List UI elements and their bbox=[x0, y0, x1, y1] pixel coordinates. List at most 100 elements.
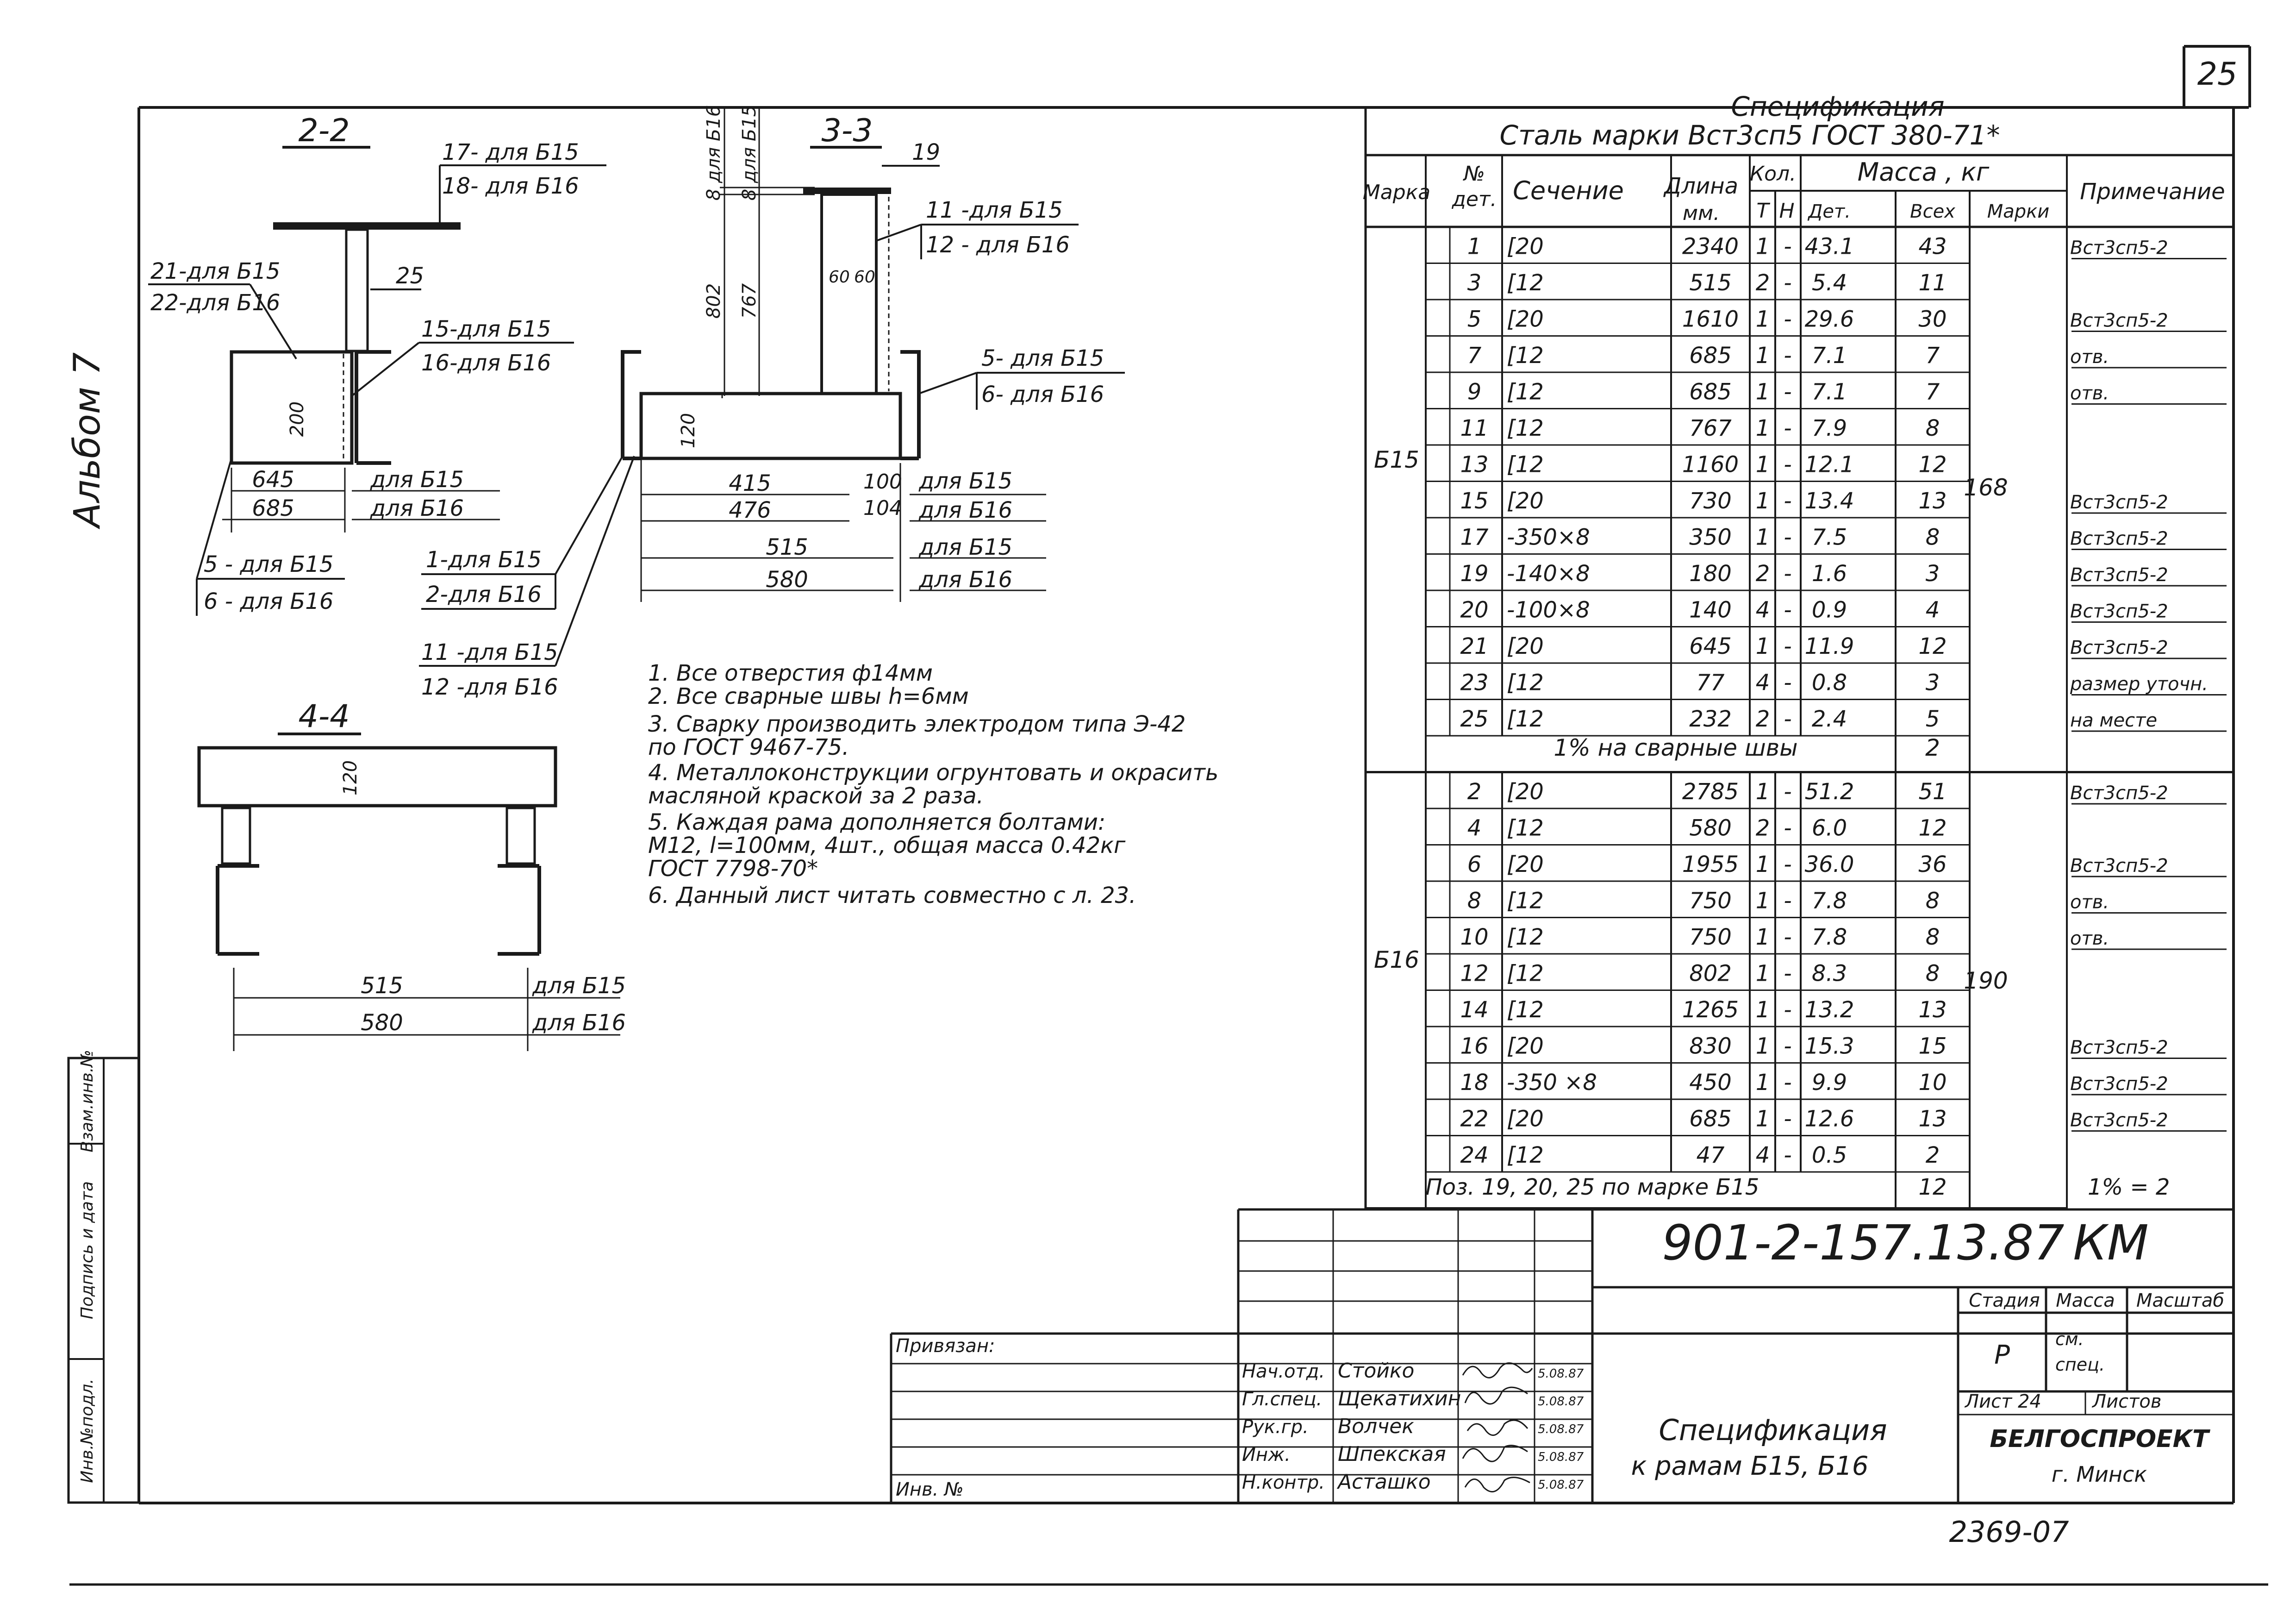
spec-cell-length: 350 bbox=[1689, 525, 1732, 551]
spec-cell-mass-det: 0.5 bbox=[1812, 1142, 1847, 1168]
spec-cell-mass-det: 13.2 bbox=[1805, 997, 1854, 1023]
note-line-3: 3. Сварку производить электродом типа Э-… bbox=[648, 711, 1185, 737]
spec-cell-det: 11 bbox=[1460, 415, 1488, 441]
title-block: 901-2-157.13.87 КМ Привязан: Инв. № Нач.… bbox=[890, 1208, 2234, 1549]
spec-cell-note: Вст3сп5-2 bbox=[2070, 1037, 2168, 1059]
date-1: 5.08.87 bbox=[1538, 1395, 1584, 1409]
spec-cell-section: [12 bbox=[1507, 343, 1544, 369]
spec-cell-det: 4 bbox=[1467, 815, 1482, 841]
spec-cell-length: 1265 bbox=[1682, 997, 1739, 1023]
spec-cell-det: 5 bbox=[1467, 307, 1482, 332]
label-2-2-21: 21-для Б15 bbox=[150, 258, 280, 284]
label-2-2-16: 16-для Б16 bbox=[421, 350, 551, 376]
dim-3-3-for-b16-b: для Б16 bbox=[918, 567, 1012, 593]
header-det-no: № bbox=[1462, 162, 1485, 186]
spec-cell-mass-det: 29.6 bbox=[1805, 307, 1854, 332]
spec-cell-note: отв. bbox=[2070, 928, 2109, 949]
group-mark-b15: Б15 bbox=[1374, 446, 1419, 473]
spec-cell-length: 730 bbox=[1689, 488, 1732, 514]
dim-3-3-580: 580 bbox=[766, 567, 808, 593]
bound-label: Привязан: bbox=[896, 1335, 995, 1357]
label-3-3-5: 5- для Б15 bbox=[981, 345, 1104, 371]
spec-cell-note: отв. bbox=[2070, 346, 2109, 368]
header-length-unit: мм. bbox=[1683, 201, 1720, 225]
spec-cell-det: 23 bbox=[1460, 670, 1488, 696]
spec-cell-qty-t: 1 bbox=[1756, 525, 1770, 551]
spec-cell-length: 180 bbox=[1689, 561, 1732, 587]
header-qty-n: Н bbox=[1779, 199, 1794, 223]
side-stamp-inv-podl: Инв.№подл. bbox=[78, 1378, 97, 1483]
spec-cell-mass-det: 8.3 bbox=[1812, 961, 1847, 987]
group-mass-b16: 190 bbox=[1964, 967, 2008, 994]
spec-cell-length: 750 bbox=[1689, 888, 1732, 914]
group-mark-b16: Б16 bbox=[1374, 946, 1419, 973]
spec-cell-length: 1955 bbox=[1682, 852, 1739, 877]
date-3: 5.08.87 bbox=[1538, 1450, 1584, 1464]
dim-3-3-8-b16: 8 для Б16 bbox=[703, 105, 724, 201]
name-3: Шпекская bbox=[1338, 1442, 1446, 1466]
spec-cell-qty-n: - bbox=[1784, 597, 1791, 623]
spec-cell-qty-n: - bbox=[1784, 1033, 1791, 1059]
spec-cell-qty-n: - bbox=[1784, 1070, 1791, 1096]
dim-3-3-515: 515 bbox=[766, 534, 808, 560]
sheet-label: Лист 24 bbox=[1964, 1391, 2041, 1412]
sheet-frame bbox=[137, 45, 2251, 1504]
spec-cell-mass-det: 13.4 bbox=[1805, 488, 1854, 514]
spec-cell-det: 15 bbox=[1460, 488, 1488, 514]
date-0: 5.08.87 bbox=[1538, 1367, 1584, 1381]
header-qty-t: Т bbox=[1757, 199, 1771, 223]
side-stamp: Инв.№подл. Подпись и дата Взам.инв.№ bbox=[67, 1050, 140, 1504]
section-3-3: 3-3 19 11 -для Б15 12 - для Б16 5- для Б… bbox=[621, 105, 1125, 602]
spec-cell-length: 685 bbox=[1689, 343, 1732, 369]
stage-header: Стадия bbox=[1969, 1290, 2040, 1311]
side-stamp-signature-date: Подпись и дата bbox=[78, 1181, 97, 1319]
name-1: Щекатихин bbox=[1338, 1387, 1461, 1410]
spec-cell-qty-t: 1 bbox=[1756, 997, 1770, 1023]
spec-cell-mass-det: 12.6 bbox=[1805, 1106, 1854, 1132]
spec-cell-qty-t: 4 bbox=[1756, 597, 1770, 623]
spec-cell-qty-t: 1 bbox=[1756, 452, 1770, 478]
spec-cell-mass-all: 15 bbox=[1918, 1033, 1947, 1059]
spec-cell-section: -100×8 bbox=[1507, 597, 1590, 623]
side-stamp-vzam-inv: Взам.инв.№ bbox=[78, 1050, 97, 1152]
label-2-2-11: 11 -для Б15 bbox=[421, 639, 558, 665]
spec-cell-mass-det: 7.9 bbox=[1812, 415, 1847, 441]
mass-header: Масса bbox=[2056, 1290, 2115, 1311]
spec-cell-length: 140 bbox=[1689, 597, 1732, 623]
spec-cell-mass-all: 12 bbox=[1918, 452, 1947, 478]
spec-cell-length: 2785 bbox=[1682, 779, 1739, 805]
dim-2-2-645: 645 bbox=[252, 467, 294, 493]
spec-cell-section: [12 bbox=[1507, 452, 1544, 478]
spec-cell-det: 8 bbox=[1467, 888, 1482, 914]
organization: БЕЛГОСПРОЕКТ bbox=[1990, 1425, 2210, 1453]
spec-cell-length: 645 bbox=[1689, 633, 1732, 659]
spec-cell-qty-t: 1 bbox=[1756, 779, 1770, 805]
dim-3-3-for-b16-a: для Б16 bbox=[918, 497, 1012, 523]
spec-cell-note: Вст3сп5-2 bbox=[2070, 783, 2168, 804]
spec-cell-mass-det: 0.8 bbox=[1812, 670, 1847, 696]
spec-cell-mass-det: 51.2 bbox=[1805, 779, 1854, 805]
spec-cell-note: Вст3сп5-2 bbox=[2070, 564, 2168, 586]
spec-cell-qty-n: - bbox=[1784, 888, 1791, 914]
spec-cell-note: Вст3сп5-2 bbox=[2070, 492, 2168, 513]
spec-cell-qty-n: - bbox=[1784, 852, 1791, 877]
spec-grid bbox=[1364, 107, 2234, 1209]
spec-cell-section: [20 bbox=[1507, 234, 1544, 260]
spec-cell-qty-n: - bbox=[1784, 706, 1791, 732]
spec-cell-det: 25 bbox=[1460, 706, 1488, 732]
role-0: Нач.отд. bbox=[1242, 1361, 1325, 1382]
spec-cell-note: отв. bbox=[2070, 383, 2109, 404]
label-2-2-18: 18- для Б16 bbox=[442, 173, 579, 199]
dim-2-2-200: 200 bbox=[287, 401, 308, 437]
spec-cell-det: 18 bbox=[1460, 1070, 1488, 1096]
weld-allowance-value: 2 bbox=[1925, 734, 1940, 761]
spec-cell-section: -140×8 bbox=[1507, 561, 1590, 587]
header-qty: Кол. bbox=[1750, 162, 1796, 186]
spec-cell-mass-all: 3 bbox=[1926, 670, 1940, 696]
spec-cell-note: Вст3сп5-2 bbox=[2070, 238, 2168, 259]
spec-cell-qty-t: 1 bbox=[1756, 307, 1770, 332]
spec-cell-mass-det: 0.9 bbox=[1812, 597, 1847, 623]
spec-cell-qty-n: - bbox=[1784, 270, 1791, 296]
spec-cell-qty-n: - bbox=[1784, 961, 1791, 987]
dim-2-2-685: 685 bbox=[252, 495, 294, 521]
